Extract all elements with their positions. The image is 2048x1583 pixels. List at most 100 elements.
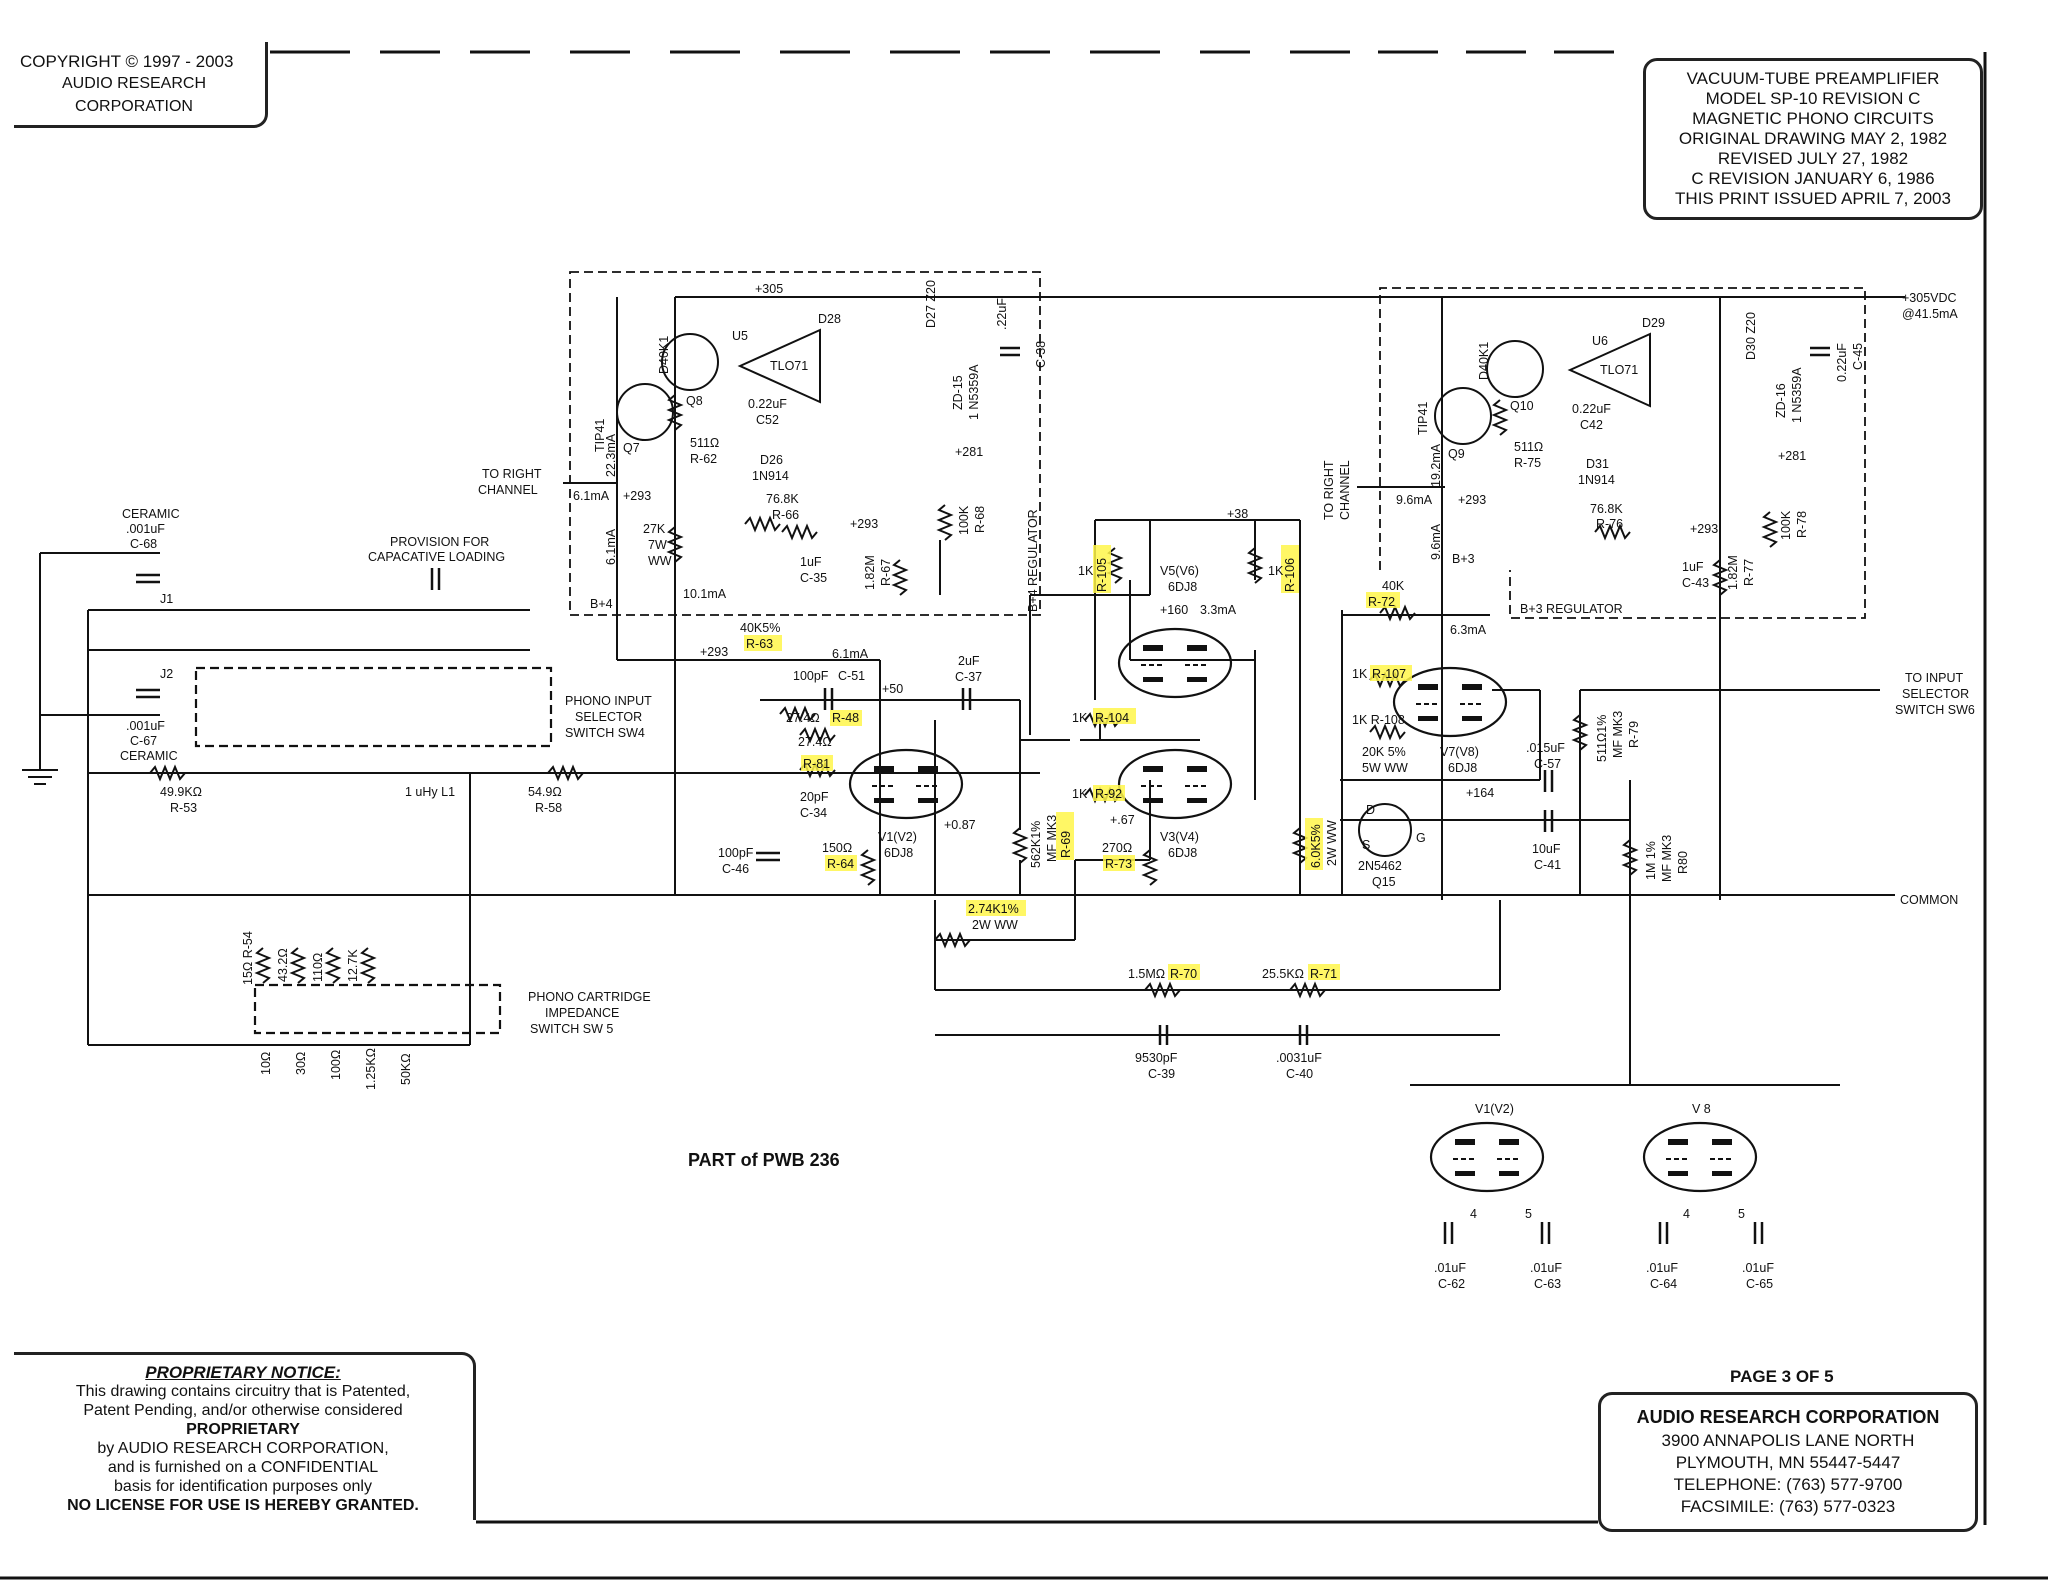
label-jg: G: [1416, 831, 1426, 845]
label-c34: C-34: [800, 806, 827, 820]
label-ma61c: 6.1mA: [604, 528, 618, 565]
company-box: AUDIO RESEARCH CORPORATION 3900 ANNAPOLI…: [1598, 1392, 1978, 1532]
label-d31: D31: [1586, 457, 1609, 471]
label-r66: R-66: [772, 508, 799, 522]
label-js: S: [1362, 838, 1370, 852]
copyright-line-2: AUDIO RESEARCH: [61, 75, 207, 92]
notice-heading: PROPRIETARY NOTICE:: [145, 1363, 341, 1382]
label-r105v: 1K: [1078, 564, 1094, 578]
label-r432: 43.2Ω: [276, 948, 290, 982]
capacitors: [136, 346, 1830, 1244]
notice-line-4: by AUDIO RESEARCH CORPORATION,: [97, 1440, 389, 1457]
label-r108v: 1K R-108: [1352, 713, 1405, 727]
label-r5w: 5W WW: [1362, 761, 1408, 775]
tube-v3: [1117, 748, 1233, 820]
label-r80m: MF MK3: [1660, 835, 1674, 882]
label-v1t: 6DJ8: [884, 846, 913, 860]
label-jd: D: [1366, 803, 1375, 817]
tube-pinout-v8: [1642, 1121, 1758, 1193]
label-ww: WW: [648, 554, 672, 568]
company-line-2: 3900 ANNAPOLIS LANE NORTH: [1661, 1431, 1915, 1450]
label-p5a: 5: [1525, 1207, 1532, 1221]
label-r54: 15Ω R-54: [241, 931, 255, 985]
company-name: AUDIO RESEARCH CORPORATION: [1636, 1407, 1940, 1427]
label-to-input-2: SELECTOR: [1902, 687, 1969, 701]
label-v3: V3(V4): [1160, 830, 1199, 844]
label-tlo71b: TLO71: [1600, 363, 1638, 377]
label-r104v: 1K: [1072, 711, 1088, 725]
label-sw5c: SWITCH SW 5: [530, 1022, 613, 1036]
label-plus38: +38: [1227, 507, 1248, 521]
label-sw4c: SWITCH SW4: [565, 726, 645, 740]
company-line-4: TELEPHONE: (763) 577-9700: [1673, 1475, 1903, 1494]
label-d30: D30 Z20: [1744, 312, 1758, 360]
label-r74v: 2.74K1%: [968, 902, 1019, 916]
label-r53v: 49.9KΩ: [160, 785, 202, 799]
label-r62: R-62: [690, 452, 717, 466]
copyright-box: COPYRIGHT © 1997 - 2003 AUDIO RESEARCH C…: [14, 42, 268, 128]
label-r67v: 1.82M: [863, 555, 877, 590]
label-r79: R-79: [1627, 721, 1641, 748]
label-c67: C-67: [130, 734, 157, 748]
copyright-line-3: CORPORATION: [75, 98, 193, 115]
label-c45: C-45: [1851, 343, 1865, 370]
label-c45v: 0.22uF: [1835, 343, 1849, 382]
notice-line-6: basis for identification purposes only: [114, 1478, 372, 1495]
label-r105: R-105: [1095, 558, 1109, 592]
label-n914b: 1N914: [1578, 473, 1615, 487]
label-to-input-3: SWITCH SW6: [1895, 703, 1975, 717]
label-r107: R-107: [1372, 667, 1406, 681]
label-sw5p5: 50KΩ: [399, 1053, 413, 1085]
label-c41v: 10uF: [1532, 842, 1561, 856]
label-sw5a: PHONO CARTRIDGE: [528, 990, 651, 1004]
label-plus164: +164: [1466, 786, 1494, 800]
label-r20k: 20K 5%: [1362, 745, 1406, 759]
label-capload: CAPACATIVE LOADING: [368, 550, 505, 564]
label-j2: J2: [160, 667, 173, 681]
label-plus305vdc: +305VDC: [1902, 291, 1957, 305]
wiring: [39, 296, 1905, 1086]
label-c63v: .01uF: [1530, 1261, 1562, 1275]
label-c51: C-51: [838, 669, 865, 683]
label-u5: U5: [732, 329, 748, 343]
label-r63: R-63: [746, 637, 773, 651]
label-v8: V 8: [1692, 1102, 1711, 1116]
label-r78: R-78: [1795, 511, 1809, 538]
label-ma101: 10.1mA: [683, 587, 727, 601]
label-b3reg: B+3 REGULATOR: [1520, 602, 1623, 616]
sw5-switch-box: [253, 983, 502, 1035]
label-r77: R-77: [1742, 559, 1756, 586]
label-d40k1a: D40K1: [657, 336, 671, 374]
label-r80: R80: [1676, 851, 1690, 874]
label-c41: C-41: [1534, 858, 1561, 872]
label-plus160: +160: [1160, 603, 1188, 617]
label-ma33: 3.3mA: [1200, 603, 1237, 617]
label-ma61a: 6.1mA: [573, 489, 610, 503]
label-r76v: 76.8K: [1590, 502, 1623, 516]
label-c51v: 100pF: [793, 669, 829, 683]
label-c57: C-57: [1534, 757, 1561, 771]
label-r110: 110Ω: [311, 953, 325, 982]
label-c65: C-65: [1746, 1277, 1773, 1291]
label-r71v: 25.5KΩ: [1262, 967, 1304, 981]
label-sw5p1: 10Ω: [259, 1052, 273, 1075]
label-r64: R-64: [827, 857, 854, 871]
label-v5: V5(V6): [1160, 564, 1199, 578]
label-r69m: MF MK3: [1045, 815, 1059, 862]
label-u6: U6: [1592, 334, 1608, 348]
label-r66v: 76.8K: [766, 492, 799, 506]
label-r76: R-76: [1596, 517, 1623, 531]
title-line-7: THIS PRINT ISSUED APRIL 7, 2003: [1675, 189, 1951, 208]
label-q15a: 2N5462: [1358, 859, 1402, 873]
label-r92v: 1K: [1072, 787, 1088, 801]
label-27k: 27K: [643, 522, 666, 536]
label-r65w: 2W WW: [1325, 820, 1339, 866]
label-sw5p3: 100Ω: [329, 1050, 343, 1080]
label-r58: R-58: [535, 801, 562, 815]
label-c52v: 0.22uF: [748, 397, 787, 411]
label-common: COMMON: [1900, 893, 1958, 907]
label-q9: Q9: [1448, 447, 1465, 461]
label-q7: Q7: [623, 441, 640, 455]
label-q15: Q15: [1372, 875, 1396, 889]
label-r72v: 40K: [1382, 579, 1405, 593]
